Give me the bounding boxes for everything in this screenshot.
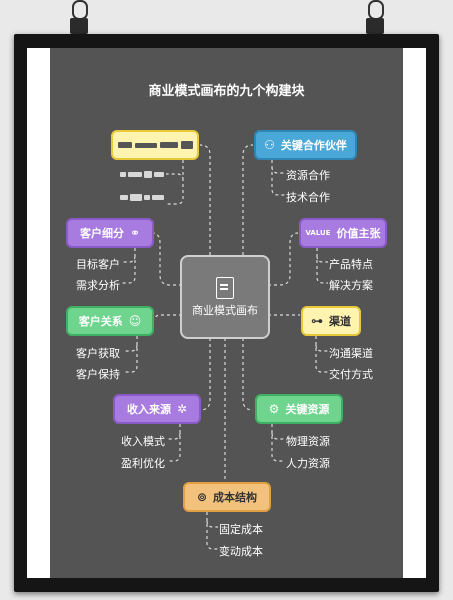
item-cost-1: 固定成本 <box>219 523 263 536</box>
node-revenue-streams: 收入来源 ✲ <box>113 394 201 424</box>
center-label: 商业模式画布 <box>192 303 258 317</box>
link-key-resources-items <box>271 424 285 462</box>
center-node: 商业模式画布 <box>180 255 270 339</box>
hanging-clip-right <box>364 0 386 40</box>
node-label: 客户关系 <box>78 315 123 328</box>
node-label: 关键合作伙伴 <box>280 139 347 152</box>
item-channels-2: 交付方式 <box>329 368 373 381</box>
item-key-resources-1: 物理资源 <box>286 435 330 448</box>
item-revenue-2: 盈利优化 <box>121 457 165 470</box>
item-segments-1: 目标客户 <box>76 258 120 271</box>
node-label: 渠道 <box>329 315 351 328</box>
item-key-partners-1: 资源合作 <box>286 169 330 182</box>
node-customer-segments: 客户细分 ⚭ <box>66 218 154 248</box>
value-tag-icon: VALUE <box>305 228 331 237</box>
item-segments-2: 需求分析 <box>76 279 120 292</box>
blurred-item-1 <box>120 171 164 178</box>
coin-icon: ⊚ <box>196 490 208 504</box>
node-channels: ⊶ 渠道 <box>301 306 361 336</box>
link-channels-items <box>315 336 328 373</box>
network-nodes-icon: ✲ <box>176 402 188 416</box>
link-center-segments <box>151 232 182 286</box>
relationship-icon: ☺ <box>128 314 142 328</box>
link-value-props-items <box>316 248 328 284</box>
poster-title: 商业模式画布的九个构建块 <box>148 84 305 99</box>
link-cost-items <box>206 512 218 550</box>
link-center-key-partners <box>242 144 254 255</box>
item-value-props-1: 产品特点 <box>329 258 373 271</box>
node-label: 关键资源 <box>285 403 330 416</box>
item-relationships-1: 客户获取 <box>76 347 120 360</box>
link-center-key-activities <box>199 144 211 255</box>
link-relationships-items <box>124 336 138 373</box>
node-key-activities <box>111 130 199 160</box>
item-revenue-1: 收入模式 <box>121 435 165 448</box>
blurred-item-2 <box>120 194 164 201</box>
node-value-propositions: VALUE 价值主张 <box>299 218 387 248</box>
item-key-resources-2: 人力资源 <box>286 457 330 470</box>
people-network-icon: ⚇ <box>264 138 275 152</box>
item-channels-1: 沟通渠道 <box>329 347 373 360</box>
link-center-revenue <box>199 338 211 411</box>
link-center-value-props <box>268 232 299 286</box>
node-label: 成本结构 <box>213 491 258 504</box>
item-key-partners-2: 技术合作 <box>286 191 330 204</box>
node-label: 收入来源 <box>126 403 171 416</box>
flow-channel-icon: ⊶ <box>311 314 323 328</box>
link-segments-items <box>122 248 136 284</box>
resource-gear-icon: ⚙ <box>268 402 280 416</box>
link-key-partners-items <box>271 160 285 196</box>
link-center-key-resources <box>242 338 254 411</box>
link-revenue-items <box>167 424 181 462</box>
link-center-relationships <box>154 314 182 321</box>
link-key-activities-items <box>166 160 184 205</box>
node-key-resources: ⚙ 关键资源 <box>255 394 343 424</box>
item-relationships-2: 客户保持 <box>76 368 120 381</box>
node-key-partners: ⚇ 关键合作伙伴 <box>254 130 357 160</box>
item-cost-2: 变动成本 <box>219 545 263 558</box>
node-label: 价值主张 <box>336 227 381 240</box>
group-icon: ⚭ <box>129 226 141 240</box>
node-cost-structure: ⊚ 成本结构 <box>183 482 271 512</box>
document-layout-icon <box>216 276 234 299</box>
blurred-label <box>117 141 193 149</box>
item-value-props-2: 解决方案 <box>329 279 373 292</box>
node-label: 客户细分 <box>79 227 124 240</box>
hanging-clip-left <box>68 0 90 40</box>
node-customer-relationships: 客户关系 ☺ <box>66 306 154 336</box>
